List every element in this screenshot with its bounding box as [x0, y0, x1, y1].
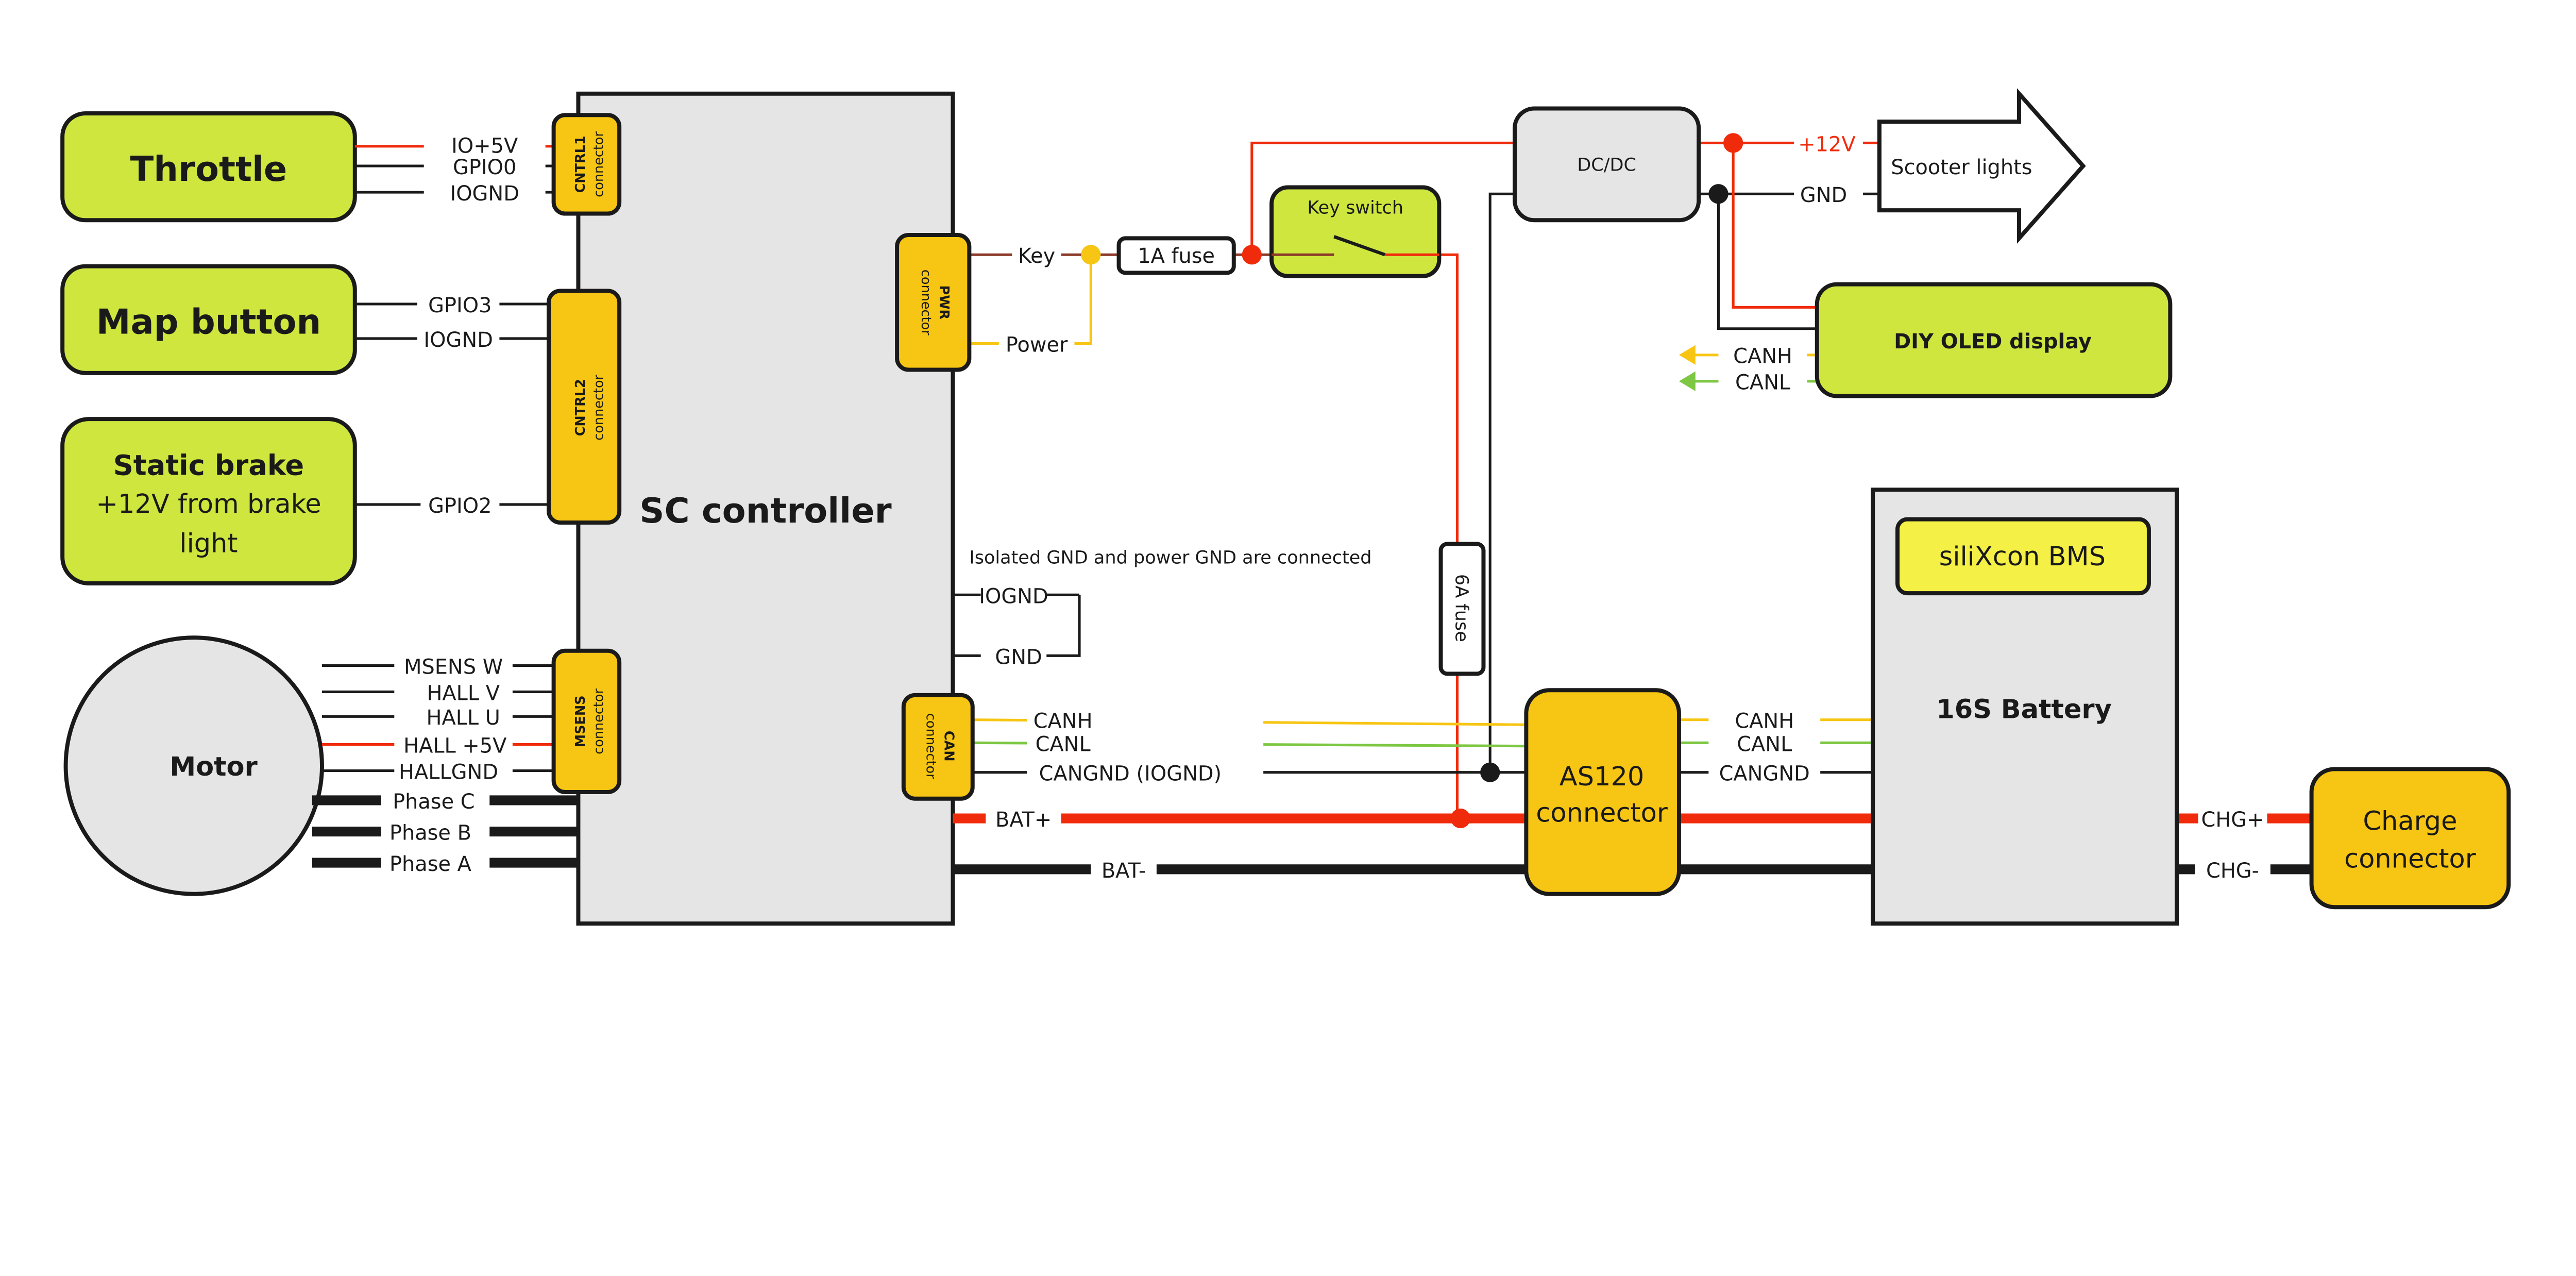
- battery-label: 16S Battery: [1936, 694, 2112, 725]
- wire-chg-minus: CHG-: [2206, 859, 2259, 883]
- wire-phase-c: Phase C: [393, 790, 474, 814]
- junction-dots: [1081, 133, 1743, 829]
- msens-connector: MSENS connector: [551, 648, 622, 794]
- static-brake-box: [60, 417, 357, 586]
- wire-chg-plus: CHG+: [2201, 808, 2264, 832]
- oled-display: [1815, 282, 2173, 398]
- static-brake-line2: light: [179, 528, 238, 559]
- ground-note: Isolated GND and power GND are connected: [969, 547, 1371, 568]
- charge-label-2: connector: [2344, 844, 2476, 875]
- oled-label: DIY OLED display: [1894, 330, 2092, 354]
- svg-text:MSENS: MSENS: [573, 695, 588, 747]
- throttle-label: Throttle: [130, 149, 287, 189]
- as120-connector: [1524, 688, 1681, 896]
- wire-gpio0: GPIO0: [453, 156, 516, 179]
- scooter-lights-arrow: [1877, 88, 2086, 244]
- svg-text:connector: connector: [918, 270, 934, 335]
- motor: [63, 635, 324, 896]
- as120-label-2: connector: [1536, 798, 1668, 828]
- svg-text:CAN: CAN: [941, 731, 957, 762]
- wire-msens-w: MSENS W: [404, 655, 503, 679]
- wire-gpio2: GPIO2: [428, 494, 492, 518]
- wire-cangnd-right: CANGND: [1719, 762, 1810, 786]
- fuse-1a-label: 1A fuse: [1138, 244, 1215, 268]
- svg-text:CNTRL2: CNTRL2: [573, 379, 588, 436]
- wire-hall-v: HALL V: [427, 681, 500, 705]
- svg-text:connector: connector: [591, 688, 606, 754]
- static-brake-title: Static brake: [113, 449, 304, 482]
- bms-box: [1895, 517, 2151, 596]
- wire-canl: CANL: [1036, 732, 1091, 756]
- static-brake-line1: +12V from brake: [96, 489, 321, 519]
- dcdc-box: [1513, 106, 1701, 223]
- as120-label-1: AS120: [1560, 762, 1645, 792]
- svg-text:connector: connector: [923, 713, 938, 779]
- wire-hallgnd: HALLGND: [399, 760, 498, 784]
- bms-label: siliXcon BMS: [1939, 542, 2106, 572]
- wire-gnd-bridge: GND: [995, 645, 1042, 669]
- wire-hall-5v: HALL +5V: [403, 734, 506, 758]
- wiring-diagram: SC controller Throttle Map button Static…: [60, 88, 2511, 926]
- fuse-6a: [1438, 542, 1486, 676]
- motor-label: Motor: [170, 752, 258, 782]
- wire-oled-canh: CANH: [1733, 345, 1792, 368]
- wire-12v: +12V: [1798, 132, 1855, 156]
- cntrl1-connector: CNTRL1 connector: [551, 113, 622, 216]
- wire-hall-u: HALL U: [427, 706, 500, 730]
- wire-power: Power: [1006, 333, 1068, 357]
- wire-gnd-dcdc: GND: [1800, 183, 1847, 207]
- scooter-lights-label: Scooter lights: [1891, 156, 2032, 179]
- diagram-stage: SC controller Throttle Map button Static…: [60, 88, 2511, 926]
- wire-phase-a: Phase A: [389, 852, 471, 876]
- pwr-connector: PWR connector: [895, 233, 972, 372]
- wire-iognd-map: IOGND: [423, 328, 493, 352]
- svg-text:connector: connector: [591, 131, 606, 197]
- charge-label-1: Charge: [2363, 806, 2457, 836]
- wire-bat-plus: BAT+: [995, 808, 1052, 832]
- svg-text:connector: connector: [591, 374, 606, 440]
- wire-oled-canl: CANL: [1735, 371, 1790, 395]
- wire-iognd-bridge: IOGND: [979, 584, 1048, 608]
- dcdc-label: DC/DC: [1577, 155, 1636, 176]
- wire-canh-right: CANH: [1735, 710, 1794, 733]
- wire-phase-b: Phase B: [389, 821, 471, 845]
- fuse-6a-label: 6A fuse: [1451, 574, 1472, 642]
- wire-io5v: IO+5V: [451, 135, 518, 158]
- svg-text:CNTRL1: CNTRL1: [573, 136, 588, 193]
- charge-connector: [2309, 767, 2511, 910]
- can-connector: CAN connector: [901, 693, 975, 801]
- wire-iognd-throttle: IOGND: [450, 182, 519, 206]
- wire-canl-right: CANL: [1737, 732, 1792, 756]
- cntrl2-connector: CNTRL2 connector: [547, 289, 622, 525]
- key-switch-label: Key switch: [1307, 197, 1403, 219]
- wire-cangnd: CANGND (IOGND): [1039, 762, 1222, 786]
- map-button-label: Map button: [96, 301, 321, 342]
- fuse-1a: [1116, 236, 1236, 275]
- map-button-box: [60, 264, 357, 375]
- sc-controller: [576, 91, 955, 926]
- sc-controller-label: SC controller: [639, 491, 891, 531]
- wire-key: Key: [1018, 244, 1055, 268]
- svg-text:PWR: PWR: [936, 286, 952, 320]
- wire-bat-minus: BAT-: [1101, 859, 1146, 883]
- wire-canh: CANH: [1033, 710, 1093, 733]
- wire-gpio3: GPIO3: [428, 294, 492, 317]
